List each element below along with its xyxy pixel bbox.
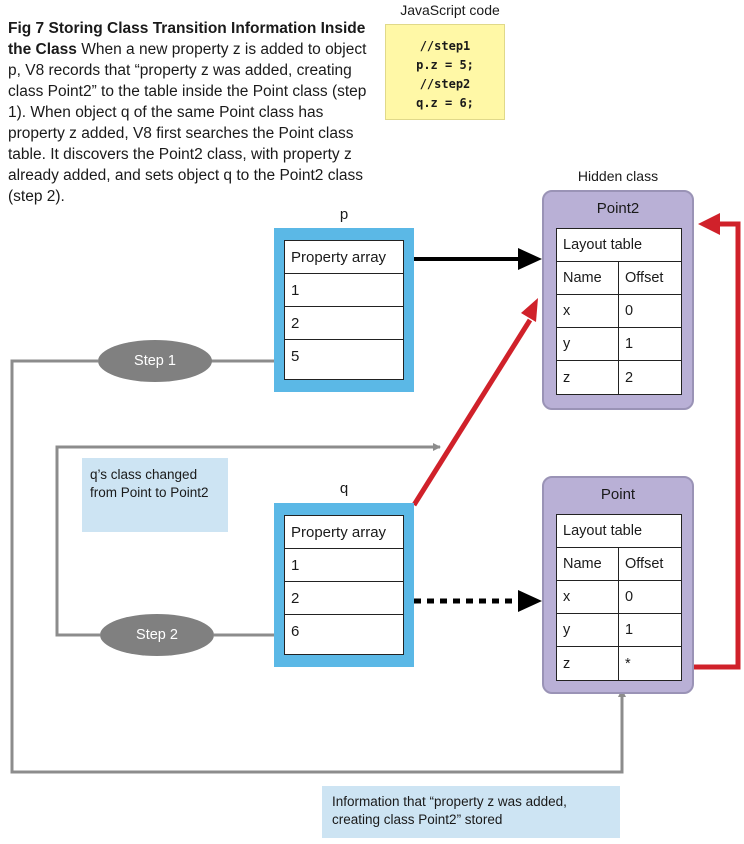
note-info-stored: Information that “property z was added, … <box>322 786 620 838</box>
layout-table: Layout table Name Offset x 0 y 1 z * <box>556 514 682 681</box>
step2-loop-line <box>55 443 441 637</box>
property-value: 2 <box>285 582 403 615</box>
property-value: 1 <box>285 549 403 582</box>
property-name: z <box>557 647 619 680</box>
table-header-row: Name Offset <box>557 548 681 581</box>
object-q-label: q <box>339 480 349 497</box>
p-to-point2-arrowhead <box>518 248 542 270</box>
code-line: //step2 <box>419 77 471 91</box>
column-header: Name <box>557 262 619 294</box>
note-q-class-changed: q’s class changed from Point to Point2 <box>82 458 228 532</box>
table-row: z 2 <box>557 361 681 394</box>
property-offset: * <box>625 655 631 672</box>
property-name: x <box>557 295 619 327</box>
property-array-header: Property array <box>285 516 403 549</box>
property-value: 5 <box>291 348 300 365</box>
property-offset: 0 <box>625 589 634 605</box>
table-row: z * <box>557 647 681 680</box>
q-to-point2-red-arrow <box>411 318 533 507</box>
column-header: Name <box>557 548 619 580</box>
property-name: y <box>557 328 619 360</box>
object-p-label: p <box>339 206 349 223</box>
q-to-point-arrowhead <box>518 590 542 612</box>
table-row: x 0 <box>557 295 681 328</box>
hidden-class-label: Hidden class <box>577 168 659 184</box>
property-value: 1 <box>285 274 403 307</box>
layout-table-title: Layout table <box>557 229 681 262</box>
property-array-header: Property array <box>285 241 403 274</box>
property-offset: 1 <box>625 336 634 352</box>
figure-heading: Fig 7 Storing Class Transition Informati… <box>8 20 366 58</box>
layout-table-title: Layout table <box>557 515 681 548</box>
table-row: y 1 <box>557 328 681 361</box>
code-line: //step1 <box>419 39 471 53</box>
table-row: y 1 <box>557 614 681 647</box>
q-to-point2-red-arrowhead <box>521 298 538 322</box>
layout-table: Layout table Name Offset x 0 y 1 z 2 <box>556 228 682 395</box>
property-value: 6 <box>291 623 300 640</box>
class-name: Point2 <box>596 200 640 217</box>
point-to-point2-red-arrowhead <box>698 213 720 235</box>
table-row: x 0 <box>557 581 681 614</box>
property-name: x <box>557 581 619 613</box>
step1-badge: Step 1 <box>98 340 212 382</box>
property-name: y <box>557 614 619 646</box>
code-box: //step1 p.z = 5; //step2 q.z = 6; <box>385 24 505 120</box>
object-q: Property array 1 2 6 <box>274 503 414 667</box>
column-header: Offset <box>625 556 664 572</box>
class-name: Point <box>600 486 636 503</box>
step2-badge: Step 2 <box>100 614 214 656</box>
property-offset: 2 <box>625 369 634 386</box>
figure-body: When a new property z is added to object… <box>8 41 367 205</box>
table-header-row: Name Offset <box>557 262 681 295</box>
code-title: JavaScript code <box>400 2 500 18</box>
class-point: Point Layout table Name Offset x 0 y 1 z… <box>542 476 694 694</box>
figure-caption: Fig 7 Storing Class Transition Informati… <box>8 18 368 207</box>
property-offset: 1 <box>625 622 634 638</box>
property-value: 2 <box>285 307 403 340</box>
property-offset: 0 <box>625 303 634 319</box>
code-line: q.z = 6; <box>416 96 474 110</box>
code-line: p.z = 5; <box>416 58 474 72</box>
property-name: z <box>557 361 619 394</box>
object-q-property-array: Property array 1 2 6 <box>284 515 404 655</box>
class-point2: Point2 Layout table Name Offset x 0 y 1 … <box>542 190 694 410</box>
step1-loop-line <box>10 359 626 774</box>
object-p: Property array 1 2 5 <box>274 228 414 392</box>
object-p-property-array: Property array 1 2 5 <box>284 240 404 380</box>
column-header: Offset <box>625 270 664 286</box>
